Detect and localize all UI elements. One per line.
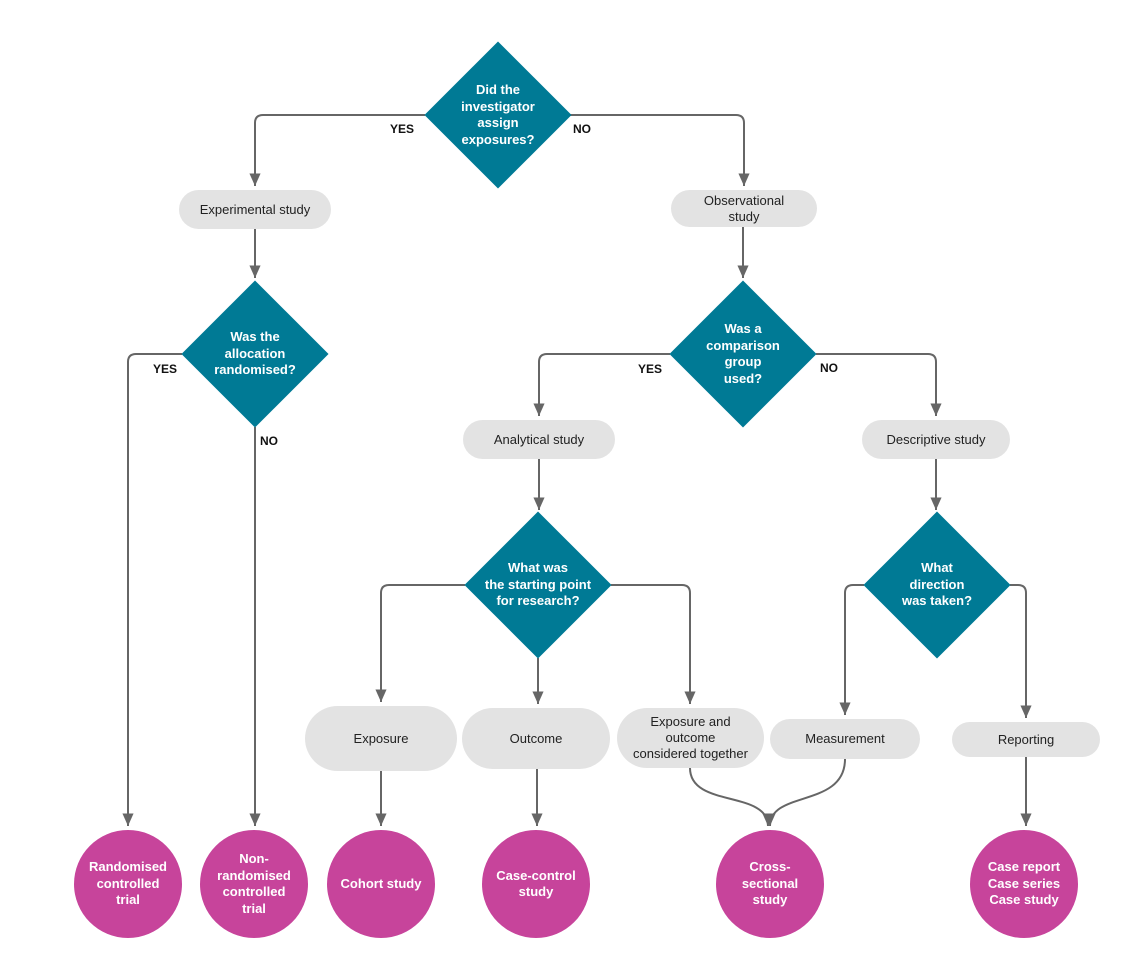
outcome-cross-sectional-study: Cross- sectional study [716,830,824,938]
branch-label-randomised-no: NO [260,434,278,448]
category-reporting: Reporting [952,722,1100,757]
decision-comparison-group-label: Was a comparison group used? [706,321,780,386]
category-outcome: Outcome [462,708,610,769]
outcome-case-report: Case report Case series Case study [970,830,1078,938]
decision-direction: What direction was taken? [863,511,1011,659]
decision-allocation-randomised: Was the allocation randomised? [181,280,329,428]
branch-label-assign-no: NO [573,122,591,136]
category-analytical-study: Analytical study [463,420,615,459]
outcome-non-randomised-controlled-trial: Non- randomised controlled trial [200,830,308,938]
connector-assign-no [570,114,750,186]
outcome-case-control-study: Case-control study [482,830,590,938]
branch-label-assign-yes: YES [390,122,415,136]
connector-starting-point-exposure [375,584,465,702]
category-descriptive-study: Descriptive study [862,420,1010,459]
connector-randomised-yes [122,353,182,826]
connector-direction-measurement [839,584,864,715]
branch-label-comparison-no: NO [820,361,838,375]
outcome-cohort-study: Cohort study [327,830,435,938]
connector-measurement-to-cross-sectional [764,758,846,827]
category-measurement: Measurement [770,719,920,759]
category-exposure-and-outcome: Exposure and outcome considered together [617,708,764,768]
category-observational-study: Observational study [671,190,817,227]
connector-direction-reporting [1010,584,1032,718]
decision-assign-exposures: Did the investigator assign exposures? [424,41,572,189]
decision-allocation-randomised-label: Was the allocation randomised? [214,329,296,378]
decision-direction-label: What direction was taken? [901,560,973,609]
decision-comparison-group: Was a comparison group used? [669,280,817,428]
connector-together-to-cross-sectional [689,767,774,827]
outcome-randomised-controlled-trial: Randomised controlled trial [74,830,182,938]
branch-label-comparison-yes: YES [638,362,663,376]
category-experimental-study: Experimental study [179,190,331,229]
category-exposure: Exposure [305,706,457,771]
connector-starting-point-together [611,584,696,704]
connector-comparison-no [816,353,942,416]
decision-assign-exposures-label: Did the investigator assign exposures? [461,82,535,147]
decision-starting-point-label: What was the starting point for research… [484,560,592,609]
branch-label-randomised-yes: YES [153,362,178,376]
connector-comparison-yes [533,353,670,416]
decision-starting-point: What was the starting point for research… [464,511,612,659]
connector-assign-yes [249,114,425,186]
